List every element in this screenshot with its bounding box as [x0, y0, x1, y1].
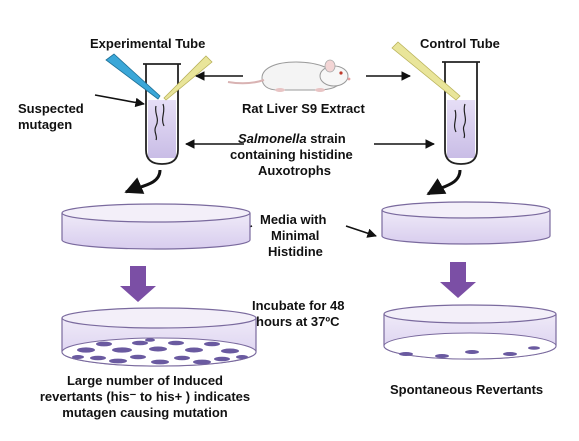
induced-label-line2: revertants (his⁻ to his+ ) indicates — [39, 389, 251, 404]
media-label-line1: Media with — [260, 212, 327, 227]
rat-illustration — [227, 59, 351, 92]
induced-label-line3: mutagen causing mutation — [62, 405, 228, 420]
salmonella-label-line3: Auxotrophs — [258, 163, 331, 178]
salmonella-word: Salmonella — [238, 131, 307, 146]
suspected-mutagen-label-line1: Suspected — [18, 101, 84, 116]
transfer-arrows — [124, 169, 462, 196]
incubation-arrows — [120, 262, 476, 302]
induced-colonies — [72, 338, 248, 365]
blue-pipette — [105, 53, 161, 100]
experimental-tube-label: Experimental Tube — [90, 36, 206, 51]
control-pipette — [391, 41, 461, 101]
yellow-pipette — [163, 55, 213, 101]
spontaneous-colonies — [399, 346, 540, 358]
induced-label-line1: Large number of Induced — [66, 373, 223, 388]
connector-arrows — [94, 71, 435, 239]
salmonella-label-line2: containing histidine — [230, 147, 353, 162]
media-dish-left — [61, 203, 251, 250]
rat-liver-label: Rat Liver S9 Extract — [242, 101, 365, 116]
strain-word: strain — [306, 131, 346, 146]
suspected-mutagen-label-line2: mutagen — [18, 117, 73, 132]
incubate-label-line1: Incubate for 48 — [252, 298, 345, 313]
media-label-line2: Minimal — [271, 228, 320, 243]
incubate-label-line2: hours at 37ºC — [256, 314, 340, 329]
media-label-line3: Histidine — [268, 244, 323, 259]
media-dish-right — [381, 201, 551, 245]
salmonella-label-line1: Salmonella strain — [238, 131, 346, 147]
control-tube — [442, 61, 480, 165]
control-tube-label: Control Tube — [420, 36, 500, 51]
experimental-tube — [143, 63, 181, 165]
spontaneous-revertants-label: Spontaneous Revertants — [390, 382, 544, 397]
